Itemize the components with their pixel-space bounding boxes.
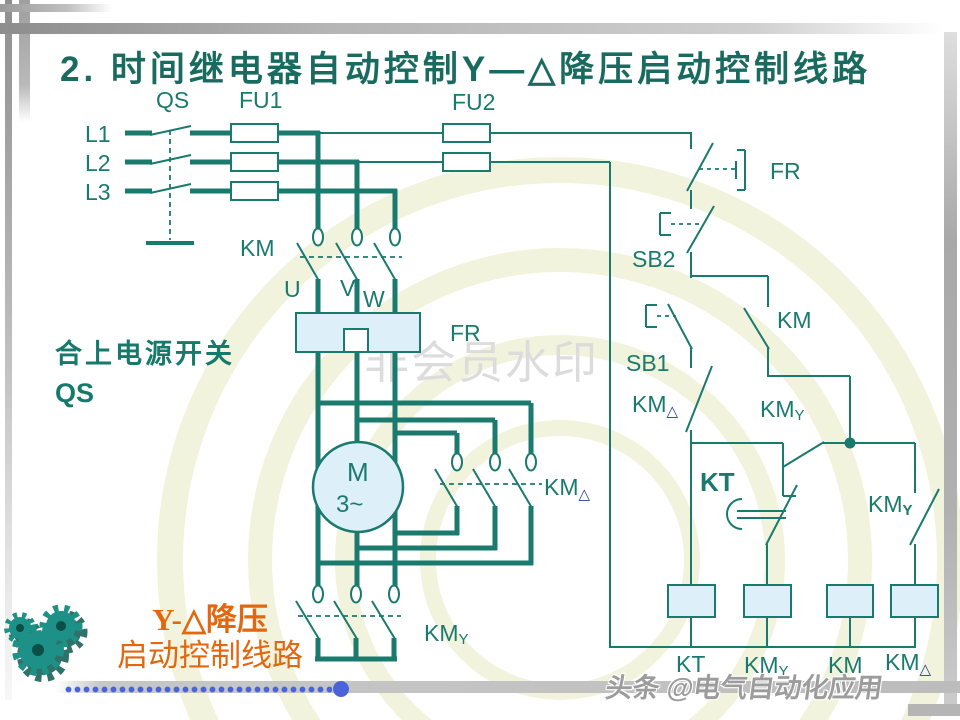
coil-symbols [667, 584, 939, 618]
label-fu2: FU2 [452, 89, 495, 115]
label-km-delta-nc: KM△ [632, 391, 679, 420]
motor-letter: M [347, 457, 369, 487]
bottom-right-stub-bar [908, 704, 960, 716]
label-sb1: SB1 [626, 350, 669, 376]
slide-title: 2. 时间继电器自动控制Y—△降压启动控制线路 [60, 50, 872, 89]
label-fr-control: FR [770, 158, 801, 184]
contact-terminals [312, 227, 537, 604]
control-dashed-links [657, 168, 736, 317]
fr-heater-bracket [735, 149, 746, 191]
note-line1: 合上电源开关 [55, 339, 235, 369]
label-terminal-v: V [340, 275, 356, 301]
kt-delay-symbol [726, 498, 786, 530]
control-circuit-lines [609, 133, 940, 648]
footer-watermark: 头条 @电气自动化应用 [603, 673, 885, 703]
label-terminal-w: W [363, 286, 385, 312]
label-l3: L3 [85, 179, 111, 205]
label-km-star-nc: KMY [868, 491, 913, 519]
top-horizontal-bar-long [0, 23, 942, 34]
label-sb2: SB2 [632, 246, 675, 272]
label-kt: KT [700, 467, 735, 497]
sb1-button-bracket [645, 304, 657, 328]
label-fr-power: FR [450, 320, 481, 346]
fr-overload-element [295, 312, 421, 353]
dotted-line-decoration [64, 685, 332, 694]
label-km-star-no: KMY [760, 396, 805, 424]
motor-phase-text: 3~ [336, 491, 363, 518]
label-km-star-power: KMY [424, 620, 469, 648]
junction-dot [844, 437, 856, 449]
top-horizontal-bar-short [0, 4, 112, 12]
bottom-caption: Y-△降压 启动控制线路 [92, 602, 328, 674]
coil-label-kt: KT [676, 651, 705, 677]
label-km-delta-power: KM△ [544, 474, 591, 503]
dotted-line-end-dot [333, 681, 349, 697]
gears-clipart [4, 604, 88, 682]
label-km-main: KM [240, 235, 275, 261]
label-l2: L2 [85, 150, 111, 176]
coil-label-km-delta: KM△ [885, 649, 932, 678]
note-line2: QS [55, 378, 95, 408]
label-qs: QS [156, 87, 189, 113]
sb2-button-bracket [659, 212, 671, 236]
label-fu1: FU1 [239, 87, 282, 113]
left-edge-bar [5, 0, 12, 700]
qs-switch-linkage [169, 130, 542, 617]
label-terminal-u: U [284, 276, 301, 302]
coil-label-km: KM [828, 652, 863, 678]
label-km-selfhold: KM [777, 307, 812, 333]
caption-line2: 启动控制线路 [117, 638, 303, 673]
caption-line1: Y-△降压 [152, 602, 268, 637]
fuse-symbols [230, 123, 491, 201]
top-left-vertical-bar [19, 0, 30, 122]
coil-label-kmy: KMY [744, 652, 789, 680]
power-circuit-lines [125, 130, 534, 662]
label-l1: L1 [85, 121, 111, 147]
right-edge-bar [944, 32, 957, 716]
motor-symbol [311, 440, 405, 534]
